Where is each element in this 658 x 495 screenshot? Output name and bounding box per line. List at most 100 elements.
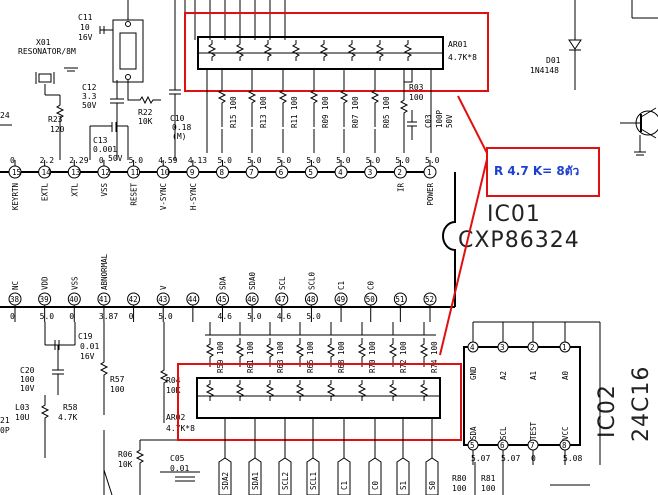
ar01-value: 4.7K*8	[448, 53, 477, 62]
ic02-pin-number: 5	[470, 441, 475, 450]
r23-value: 120	[50, 125, 65, 134]
ic01-pin-circle	[304, 165, 318, 179]
ic01-pin-number: 3	[368, 168, 373, 177]
lower-left-components: C19 0.01 16V C20 100 10V R57 100 L03 10U…	[0, 322, 200, 495]
ic01-pin-number: 1	[427, 168, 432, 177]
r15-label: R15 100	[229, 96, 238, 128]
c03-voltage: 50V	[445, 114, 454, 128]
c13-voltage: 50V	[108, 154, 123, 163]
c10-tolerance: (M)	[172, 132, 186, 141]
ic01-pin-name: SDA	[219, 276, 228, 290]
c12-voltage: 50V	[82, 101, 97, 110]
r03-ref: R03	[409, 83, 424, 92]
net-label: SCL2	[281, 472, 290, 490]
ic02-pin-number: 2	[530, 343, 535, 352]
r65-label: R65 100	[306, 341, 315, 373]
x01-ref: X01	[36, 38, 51, 47]
r57-ref: R57	[110, 375, 125, 384]
r68-label: R68 100	[337, 341, 346, 373]
r80-ref: R80	[452, 474, 467, 483]
ic02-pin-voltage: 5.07	[471, 454, 490, 463]
r03-value: 100	[409, 93, 424, 102]
ic01-pin-voltage: 5.0	[306, 156, 321, 165]
ic01-pin-name: VSS	[100, 183, 109, 197]
ic01-pin-voltage: 4.13	[188, 156, 207, 165]
ic01-pin-number: 51	[395, 295, 404, 304]
ic01-pin-name: EXTL	[41, 183, 50, 202]
ic01-pin-voltage: 5.0	[218, 156, 233, 165]
ic01-pin-name: SCL	[278, 276, 287, 290]
annotation-box	[486, 147, 600, 197]
ic01-pin-voltage: 5.0	[425, 156, 440, 165]
ic01-pin-name: IR	[396, 183, 405, 193]
ic01-pin-name: C1	[337, 281, 346, 290]
ic01-pin-voltage: 5.0	[336, 156, 351, 165]
ic01-top-pins: 150KEYRTN142.2EXTL132.29XTL120VSS115.0RE…	[8, 156, 440, 210]
c03-ref: C03	[424, 114, 433, 128]
ic02-pin-number: 3	[500, 343, 505, 352]
ic01-pin-voltage: 5.0	[129, 156, 144, 165]
r72-label: R72 100	[399, 341, 408, 373]
ar02-value: 4.7K*8	[166, 424, 195, 433]
net-label-frame	[368, 457, 382, 495]
c12-ref: C12	[82, 83, 97, 92]
ic01-pin-number: 12	[101, 168, 110, 177]
ic02-pin-number: 1	[562, 343, 567, 352]
ic01-pin-number: 15	[12, 168, 21, 177]
ic02-pin-voltage: 5.07	[501, 454, 520, 463]
net-label-frame	[425, 457, 439, 495]
c20-ref: C20	[20, 366, 35, 375]
ic01-pin-number: 39	[40, 295, 49, 304]
ic01-pin-number: 14	[42, 168, 52, 177]
oscillator-section: C11 10 16V X01 RESONATOR/8M C12 3.3 50V …	[0, 0, 191, 163]
edge-cap-value: 0P	[0, 426, 10, 435]
r11-label: R11 100	[290, 96, 299, 128]
ic01-pin-number: 10	[160, 168, 170, 177]
d01-diode: D01 1N4148	[530, 0, 658, 90]
ic01-pin-number: 45	[218, 295, 227, 304]
ic01-pin-voltage: 5.0	[247, 312, 262, 321]
ic01-pin-name: ABNORMAL	[100, 253, 109, 290]
r57-value: 100	[110, 385, 125, 394]
ic01-pin-voltage: 5.0	[277, 156, 292, 165]
ic01-pin-circle	[245, 165, 259, 179]
r81-value: 100	[481, 484, 496, 493]
ic01-pin-voltage: 2.2	[40, 156, 55, 165]
r03-c03-group: R03 100 C03 100P 50V	[399, 70, 454, 153]
ic02-pin-number: 8	[562, 441, 567, 450]
r23-ref: R23	[48, 115, 63, 124]
ic01-pin-number: 2	[397, 168, 402, 177]
c10-value: 0.18	[172, 123, 191, 132]
x01-value: RESONATOR/8M	[18, 47, 76, 56]
l03-value: 10U	[15, 413, 30, 422]
ar02-ref: AR02	[166, 413, 185, 422]
net-label-frame	[218, 457, 232, 495]
ic01-pin-voltage: 5.0	[395, 156, 410, 165]
ic02-pin-name: A1	[529, 371, 538, 380]
ic01-pin-number: 52	[425, 295, 434, 304]
r04-ref: R04	[166, 376, 181, 385]
r58-value: 4.7K	[58, 413, 77, 422]
r24-fragment: 24	[0, 111, 10, 120]
ic01-pin-number: 11	[131, 168, 140, 177]
annotation-callout: R 4.7 K= 8ตัว	[439, 95, 600, 356]
ic01-pin-voltage: 4.59	[158, 156, 177, 165]
ic01-pin-number: 7	[249, 168, 254, 177]
r80-r81-group: R80 100 R81 100	[452, 462, 590, 495]
ic01-pin-name: VDD	[41, 276, 50, 290]
ic01-ref: IC01	[487, 202, 541, 227]
r61-label: R61 100	[246, 341, 255, 373]
ic01-pin-name: SCL0	[307, 271, 316, 290]
ic01-pin-name: XTL	[70, 183, 79, 197]
ar01-highlight-box	[184, 12, 489, 92]
ic02-pin-name: SDA	[469, 426, 478, 440]
ic01-pin-voltage: 5.0	[306, 312, 321, 321]
ic01-pin-number: 40	[69, 295, 79, 304]
c19-voltage: 16V	[80, 352, 95, 361]
ic01-pin-number: 43	[158, 295, 167, 304]
ic02-pin-name: SCL	[499, 426, 508, 440]
ic01-chip: IC01 CXP86324	[0, 171, 579, 308]
ic01-pin-voltage: 0	[10, 312, 15, 321]
ic01-pin-name: V	[159, 285, 168, 290]
c03-value: 100P	[435, 109, 444, 128]
